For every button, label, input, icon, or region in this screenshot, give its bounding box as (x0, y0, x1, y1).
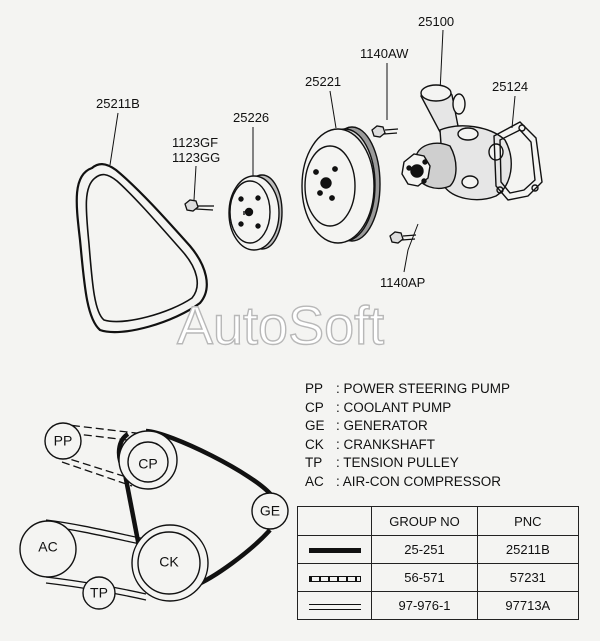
column-header-group-no: GROUP NO (371, 506, 478, 536)
table-row: 56-571 57231 (296, 563, 580, 592)
pnc-cell: 57231 (476, 563, 580, 592)
legend-item: CK : CRANKSHAFT (305, 436, 510, 455)
pulley-large-icon (301, 126, 381, 244)
ge-circle (251, 492, 289, 530)
legend-desc: : CRANKSHAFT (336, 436, 436, 452)
legend-desc: : COOLANT PUMP (336, 399, 452, 415)
legend-desc: : TENSION PULLEY (336, 455, 459, 471)
solid-line-swatch-icon (308, 548, 361, 554)
legend-abbr: CP (305, 399, 324, 415)
cp-label: CP (138, 456, 157, 472)
legend-item: PP : POWER STEERING PUMP (305, 380, 510, 399)
label-bolt-aw: 1140AW (360, 46, 409, 61)
line-style-cell (296, 535, 373, 564)
v-belt (75, 163, 208, 334)
table-header-row: GROUP NO PNC (296, 506, 580, 536)
pulley-small-icon (228, 174, 283, 251)
column-header-pnc: PNC (476, 506, 580, 536)
abbreviation-legend: PP : POWER STEERING PUMP CP : COOLANT PUMP… (305, 380, 510, 492)
double-line-swatch-icon (308, 603, 361, 610)
pnc-table: GROUP NO PNC 25-251 25211B 56-571 57231 … (296, 506, 580, 620)
label-pulley-large: 25221 (305, 74, 341, 89)
bolt-1140ap-icon (389, 231, 417, 244)
legend-item: AC : AIR-CON COMPRESSOR (305, 473, 510, 492)
legend-desc: : AIR-CON COMPRESSOR (336, 473, 502, 489)
ck-circle (137, 531, 201, 595)
ck-label: CK (159, 554, 179, 570)
ac-label: AC (38, 539, 57, 555)
label-gasket: 25124 (492, 79, 528, 94)
pnc-cell: 97713A (476, 591, 580, 620)
line-style-cell (296, 591, 373, 620)
pp-circle (44, 422, 82, 460)
table-row: 25-251 25211B (296, 535, 580, 564)
legend-desc: : POWER STEERING PUMP (336, 381, 511, 396)
gasket-icon (493, 121, 543, 201)
legend-item: TP : TENSION PULLEY (305, 454, 510, 473)
ge-label: GE (260, 503, 280, 519)
column-header-line (296, 506, 373, 536)
legend-abbr: PP (305, 381, 324, 396)
group-no-cell: 56-571 (371, 563, 478, 592)
cp-circle (127, 441, 169, 483)
tp-label: TP (90, 585, 108, 601)
ac-circle (19, 520, 77, 578)
label-bolt-gg: 1123GG (172, 150, 220, 165)
water-pump-icon (401, 84, 512, 201)
pp-label: PP (54, 433, 73, 449)
dashed-line-swatch-icon (308, 575, 361, 582)
bolt-1140aw-icon (371, 125, 399, 138)
bolt-1123gf-icon (184, 199, 214, 212)
label-bolt-gf: 1123GF (172, 135, 218, 150)
legend-item: CP : COOLANT PUMP (305, 399, 510, 418)
tp-circle (82, 576, 116, 610)
table-row: 97-976-1 97713A (296, 591, 580, 620)
legend-abbr: GE (305, 418, 325, 434)
legend-desc: : GENERATOR (336, 418, 428, 434)
legend-abbr: TP (305, 455, 323, 471)
group-no-cell: 97-976-1 (371, 591, 478, 620)
legend-abbr: AC (305, 473, 324, 489)
label-belt-main: 25211B (96, 96, 140, 111)
line-style-cell (296, 563, 373, 592)
legend-item: GE : GENERATOR (305, 417, 510, 436)
group-no-cell: 25-251 (371, 535, 478, 564)
label-pulley-small: 25226 (233, 110, 269, 125)
pnc-cell: 25211B (476, 535, 580, 564)
watermark: AutoSoft (177, 296, 384, 356)
legend-abbr: CK (305, 436, 324, 452)
label-bolt-ap: 1140AP (380, 275, 425, 290)
label-pump: 25100 (418, 14, 454, 29)
belt-routing-diagram (45, 423, 274, 601)
